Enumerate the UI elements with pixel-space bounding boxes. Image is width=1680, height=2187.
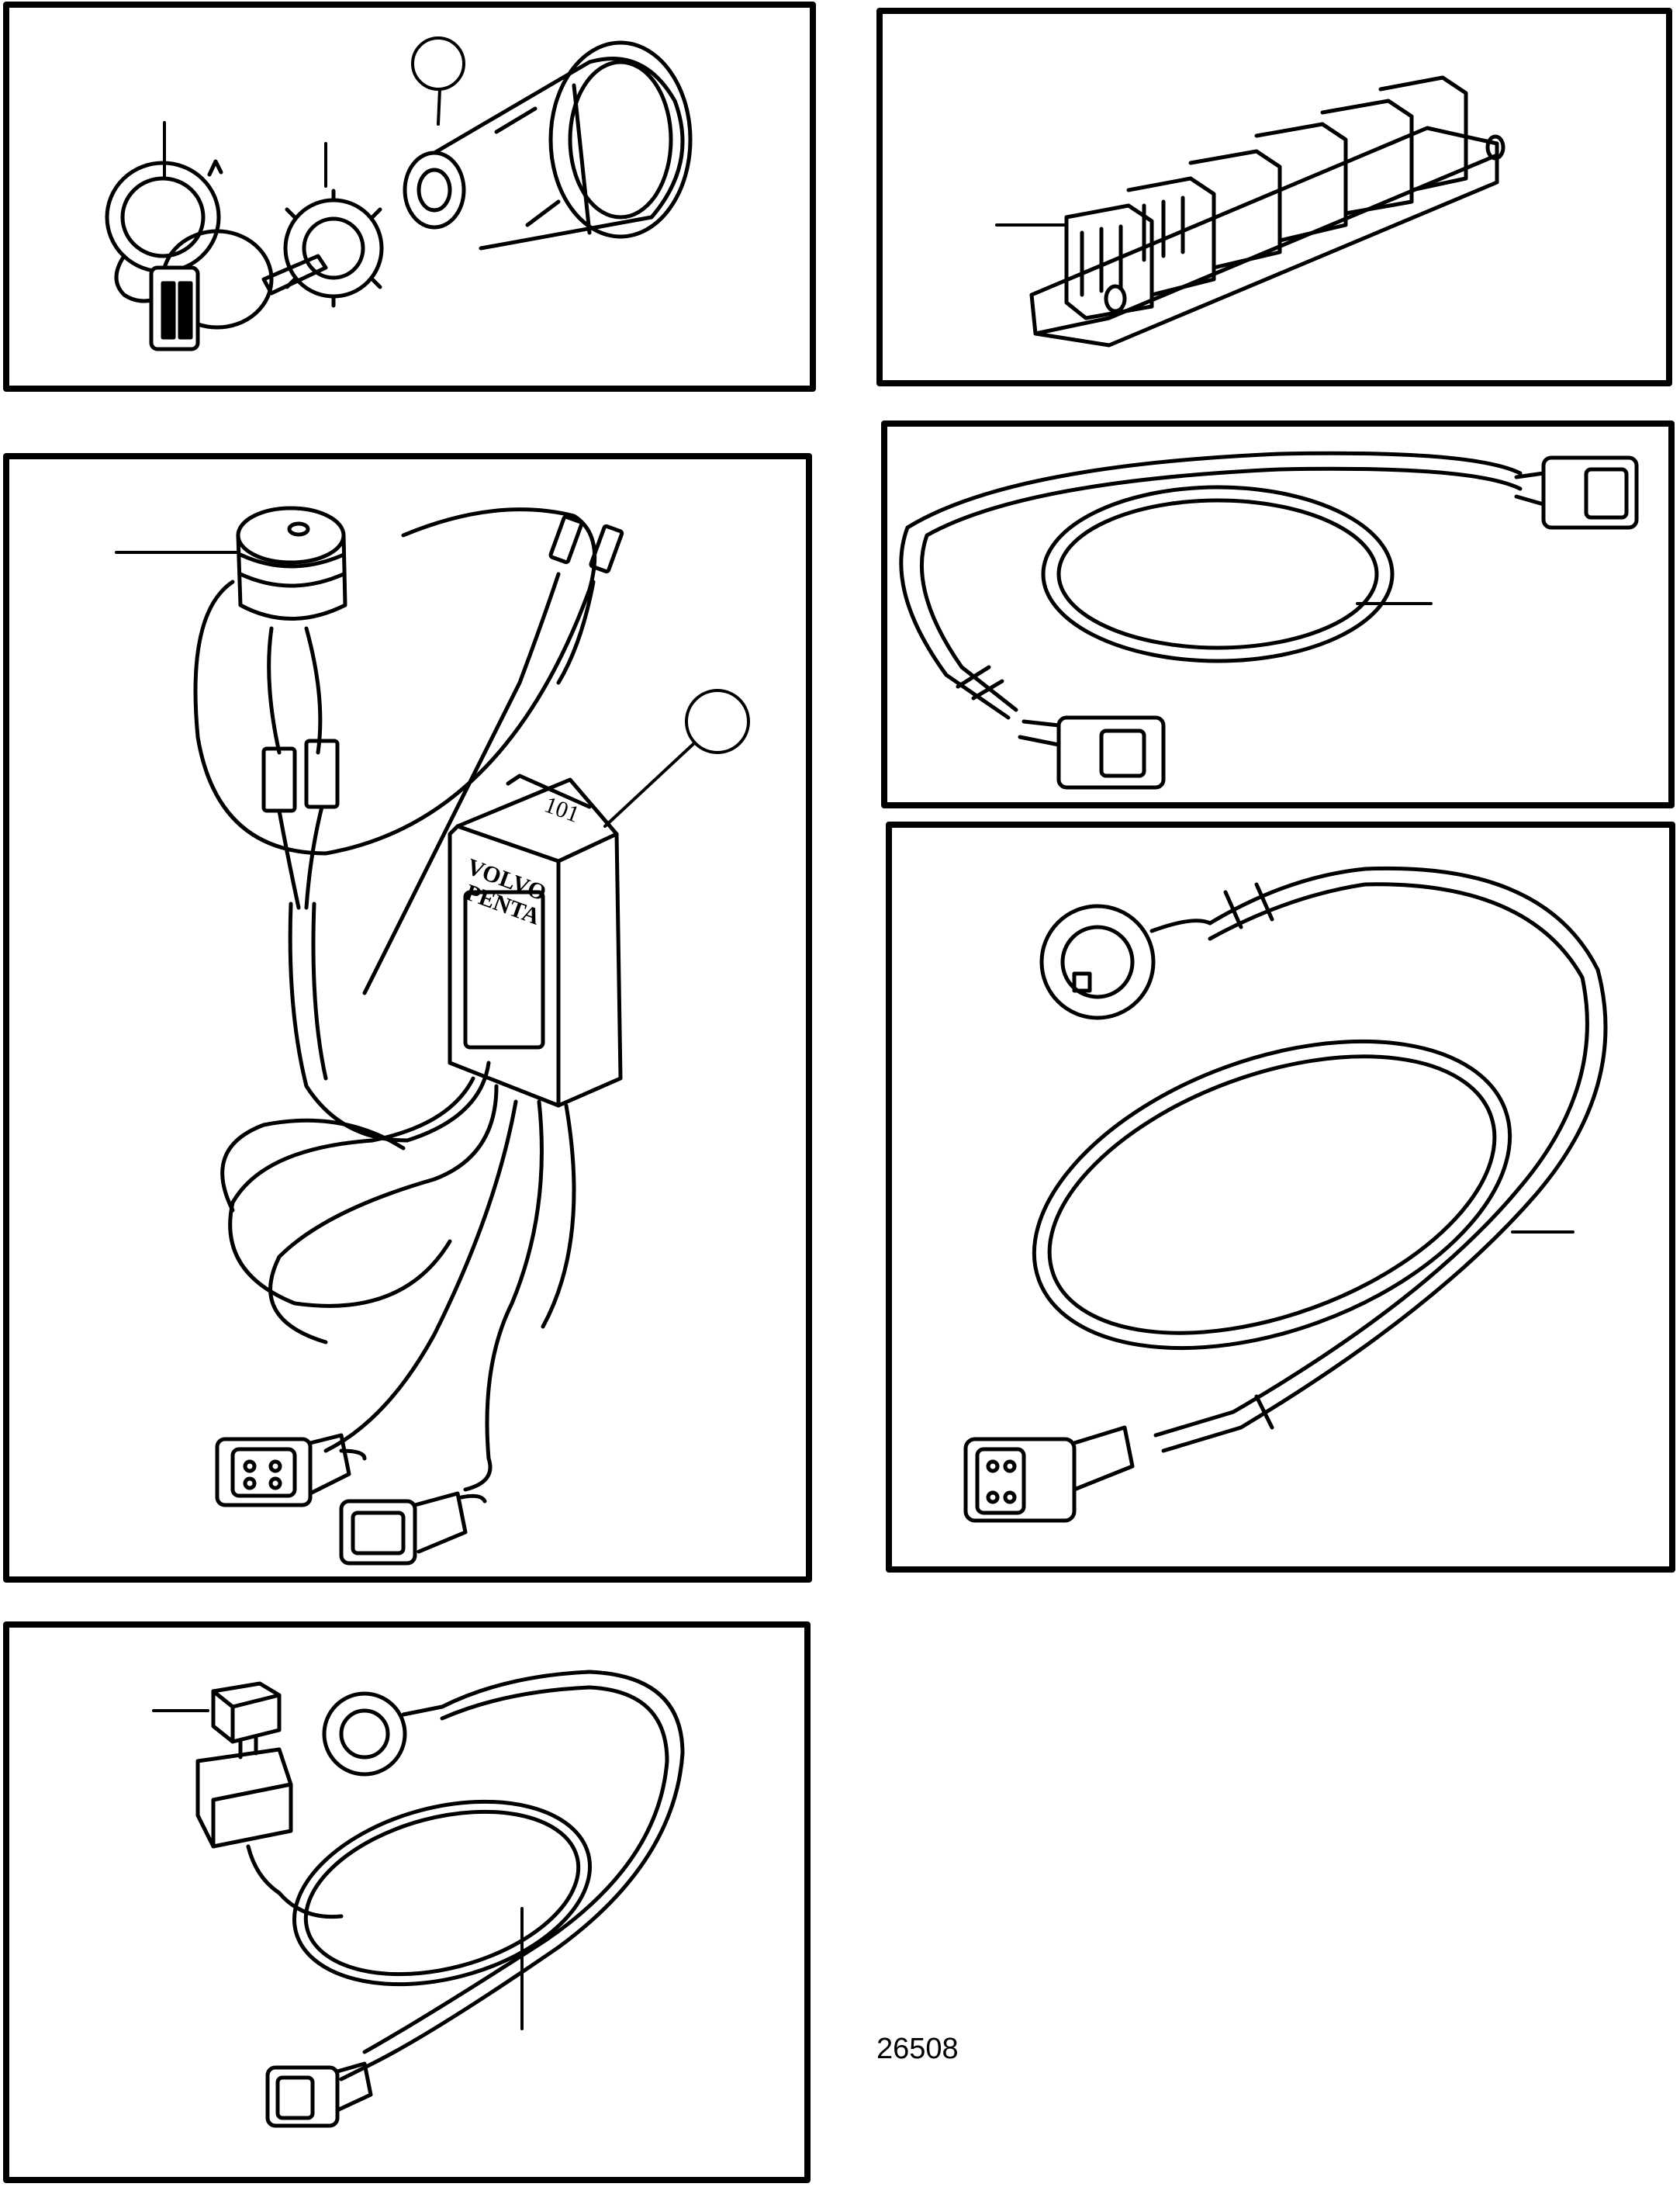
blade-connector [261,746,297,813]
panel-alarm-harness: 101 VOLVO PENTA [3,453,812,1583]
round-plug [1039,904,1212,1020]
harness-cable [277,1670,685,2081]
harness-cable [1032,866,1608,1453]
harness-cable [899,451,1523,720]
multi-pin-connector [215,1433,367,1507]
callout-circle [411,36,465,91]
switch-body [403,40,693,251]
alarm-control-module: 101 VOLVO PENTA [448,773,623,1108]
relay [211,1681,282,1760]
panel-extension-harness [881,420,1675,808]
panel-relay-harness [3,1621,811,2183]
blade-connector [304,739,340,809]
spade-terminal [589,524,624,574]
straight-plug [265,2061,373,2128]
relay-socket [195,1747,293,1895]
figure-number: 26508 [876,2033,959,2065]
connector-block [1029,75,1505,348]
straight-plug [1514,455,1639,530]
panel-connector-block [876,8,1672,386]
lock-nut [283,189,384,308]
panel-adapter-harness [886,822,1675,1573]
panel-ignition-switch [3,2,816,392]
straight-plug [963,1425,1135,1523]
key [149,229,328,351]
callout-circle [685,689,750,754]
straight-plug [1018,715,1166,790]
module-marking: 101 [541,792,583,828]
multi-pin-connector [339,1491,487,1566]
buzzer [236,506,347,621]
spade-terminal [548,514,584,565]
round-plug [322,1691,444,1777]
